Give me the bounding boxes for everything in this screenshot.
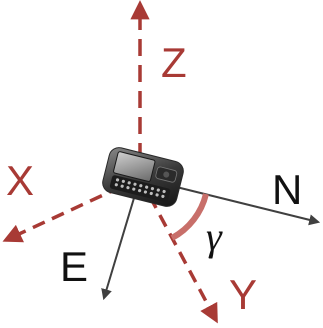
x-axis-label: X — [6, 157, 34, 204]
z-axis-label: Z — [161, 39, 187, 86]
gamma-arc — [170, 193, 209, 241]
gamma-label: γ — [206, 214, 223, 259]
e-axis-label: E — [60, 243, 88, 290]
n-axis-label: N — [272, 166, 302, 213]
smartphone-icon — [102, 147, 184, 207]
y-axis-label: Y — [229, 271, 257, 318]
